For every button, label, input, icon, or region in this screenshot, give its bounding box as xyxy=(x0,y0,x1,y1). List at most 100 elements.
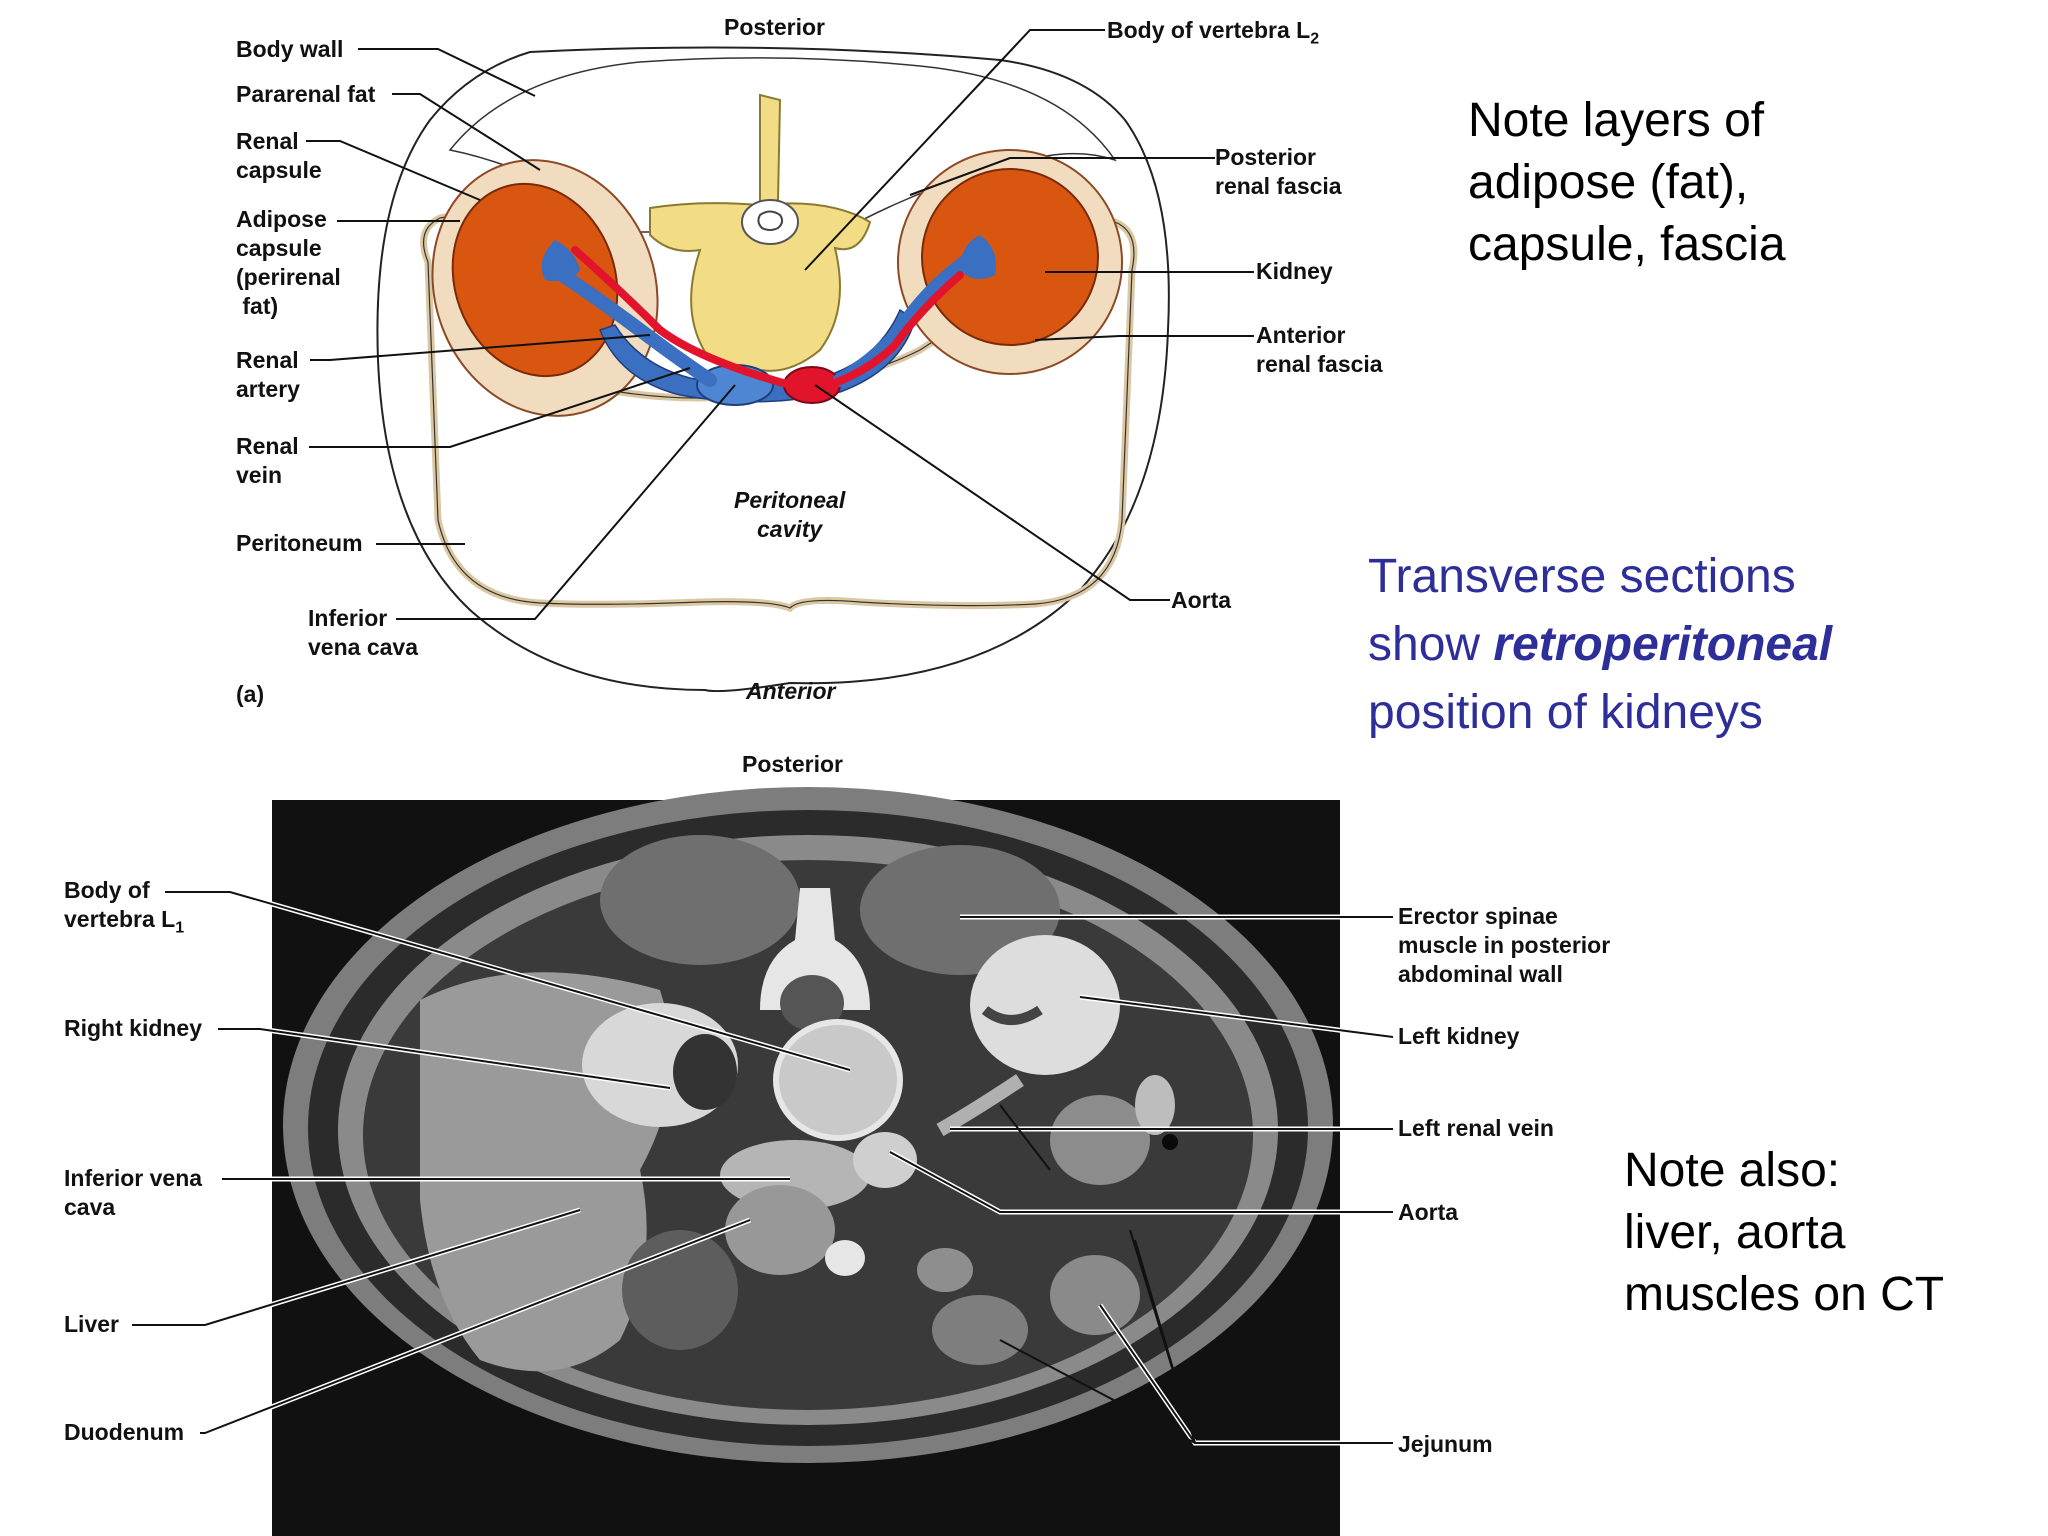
label-ct-left-renal-vein: Left renal vein xyxy=(1398,1115,1554,1141)
label-anterior-fascia-l1: Anterior xyxy=(1256,322,1346,348)
label-ct-liver: Liver xyxy=(64,1311,119,1337)
leader-anterior-fascia xyxy=(1034,335,1254,341)
label-renal-capsule: Renal capsule xyxy=(236,127,322,185)
leader-ct-vertebra xyxy=(165,891,851,1071)
label-adipose-l1: Adipose xyxy=(236,206,327,232)
label-ct-vertebra-l2-text: vertebra L xyxy=(64,906,176,932)
ct-left-kidney xyxy=(970,935,1120,1075)
label-pararenal-fat: Pararenal fat xyxy=(236,81,376,107)
leader-renal-capsule xyxy=(306,140,481,201)
note-ct-l1: Note also: xyxy=(1624,1144,1841,1197)
label-peritoneum: Peritoneum xyxy=(236,530,363,556)
label-anterior-fascia-l2: renal fascia xyxy=(1256,351,1383,377)
note-retro-l2: show retroperitoneal xyxy=(1368,611,1832,679)
leader-ct-liver xyxy=(132,1209,581,1326)
leader-body-wall xyxy=(358,48,536,97)
label-renal-artery-l1: Renal xyxy=(236,347,299,373)
label-renal-capsule-l2: capsule xyxy=(236,157,322,183)
label-ct-vertebra-l1: Body of xyxy=(64,877,150,903)
label-anterior-fascia: Anterior renal fascia xyxy=(1256,321,1383,379)
label-ct-vertebra-sub: 1 xyxy=(175,919,185,937)
leader-body-vertebra xyxy=(804,29,1105,271)
label-ct-ivc-l1: Inferior vena xyxy=(64,1165,203,1191)
label-adipose-l3: (perirenal xyxy=(236,264,341,290)
label-ivc-a: Inferior vena cava xyxy=(308,604,418,662)
ct-erector-left xyxy=(600,835,800,965)
note-retro-l2b: retroperitoneal xyxy=(1493,618,1833,671)
ct-erector-right xyxy=(860,845,1060,975)
note-layers-l1: Note layers of xyxy=(1468,94,1765,147)
label-ct-erector-l1: Erector spinae xyxy=(1398,903,1558,929)
ct-jejunum-1 xyxy=(1050,1095,1150,1185)
leader-pararenal-fat xyxy=(392,93,541,171)
label-ct-aorta: Aorta xyxy=(1398,1199,1459,1225)
note-retro-l1: Transverse sections xyxy=(1368,550,1796,603)
label-anterior-a: Anterior xyxy=(746,678,836,704)
note-retro-l3: position of kidneys xyxy=(1368,686,1763,739)
label-panel-a: (a) xyxy=(236,681,265,707)
label-ct-right-kidney: Right kidney xyxy=(64,1015,203,1041)
label-ct-ivc-l2: cava xyxy=(64,1194,116,1220)
label-kidney: Kidney xyxy=(1256,258,1333,284)
label-ct-left-kidney: Left kidney xyxy=(1398,1023,1520,1049)
ct-vertebral-body xyxy=(773,1019,903,1141)
label-renal-capsule-l1: Renal xyxy=(236,128,299,154)
label-renal-vein: Renal vein xyxy=(236,432,299,490)
note-ct-l3: muscles on CT xyxy=(1624,1268,1945,1321)
label-renal-vein-l2: vein xyxy=(236,462,283,488)
ct-duodenum xyxy=(725,1185,835,1275)
label-posterior-fascia-l2: renal fascia xyxy=(1215,173,1342,199)
label-ct-jejunum: Jejunum xyxy=(1398,1431,1493,1457)
label-ct-vertebra-l2: vertebra L1 xyxy=(64,905,184,943)
leader-aorta xyxy=(814,384,1170,601)
leader-ct-right-kidney xyxy=(218,1028,671,1089)
label-posterior-b: Posterior xyxy=(742,751,843,777)
label-body-vertebra-l2-sub: 2 xyxy=(1310,30,1320,48)
label-renal-artery-l2: artery xyxy=(236,376,300,402)
note-layers: Note layers of adipose (fat), capsule, f… xyxy=(1468,90,1786,276)
left-kidney-shape xyxy=(451,182,619,378)
label-ct-erector-l3: abdominal wall xyxy=(1398,961,1563,987)
label-ct-duodenum: Duodenum xyxy=(64,1419,185,1445)
label-peritoneal-cavity: Peritoneal cavity xyxy=(734,486,845,544)
label-aorta-a: Aorta xyxy=(1171,587,1232,613)
note-layers-l3: capsule, fascia xyxy=(1468,218,1786,271)
leader-renal-vein xyxy=(309,367,691,448)
leader-ivc xyxy=(396,384,736,620)
ct-jejunum-3 xyxy=(932,1295,1028,1365)
label-ivc-a-l1: Inferior xyxy=(308,605,388,631)
label-posterior-fascia-l1: Posterior xyxy=(1215,144,1316,170)
leader-ct-left-kidney xyxy=(1079,996,1394,1038)
label-cavity-l1: Peritoneal xyxy=(734,487,846,513)
note-retro-l2a: show xyxy=(1368,618,1494,671)
label-posterior-fascia: Posterior renal fascia xyxy=(1215,143,1342,201)
label-ivc-a-l2: vena cava xyxy=(308,634,418,660)
label-body-vertebra-l2: Body of vertebra L2 xyxy=(1107,16,1319,54)
note-ct: Note also: liver, aorta muscles on CT xyxy=(1624,1140,1944,1326)
right-kidney-shape xyxy=(921,168,1099,346)
label-ct-ivc: Inferior vena cava xyxy=(64,1164,202,1222)
label-adipose-capsule: Adipose capsule (perirenal fat) xyxy=(236,205,341,321)
leader-ct-duodenum xyxy=(200,1219,751,1434)
label-renal-artery: Renal artery xyxy=(236,346,300,404)
ct-jejunum-2 xyxy=(1050,1255,1140,1335)
ct-spine xyxy=(760,888,870,1010)
ct-aorta xyxy=(853,1132,917,1188)
note-ct-l2: liver, aorta xyxy=(1624,1206,1846,1259)
spinal-canal xyxy=(741,199,799,245)
label-adipose-l4: fat) xyxy=(236,293,279,319)
label-posterior-a: Posterior xyxy=(724,14,825,40)
label-ct-vertebra: Body of vertebra L1 xyxy=(64,876,184,943)
label-renal-vein-l1: Renal xyxy=(236,433,299,459)
label-ct-erector-l2: muscle in posterior xyxy=(1398,932,1611,958)
note-layers-l2: adipose (fat), xyxy=(1468,156,1749,209)
label-body-vertebra-l2-text: Body of vertebra L xyxy=(1107,17,1311,43)
label-adipose-l2: capsule xyxy=(236,235,322,261)
label-cavity-l2: cavity xyxy=(757,516,823,542)
note-retroperitoneal: Transverse sections show retroperitoneal… xyxy=(1368,543,1832,747)
spinous-process xyxy=(759,93,782,207)
label-body-wall: Body wall xyxy=(236,36,344,62)
leader-ct-aorta xyxy=(889,1151,1393,1213)
